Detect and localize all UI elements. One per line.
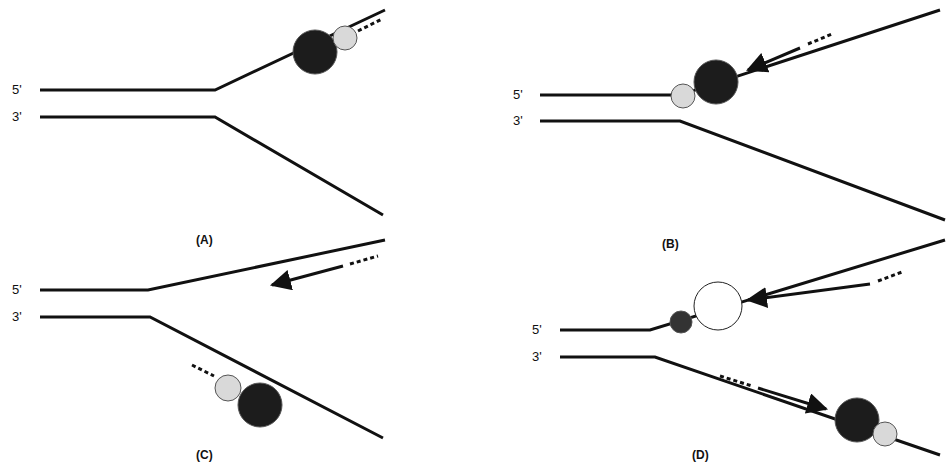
strand-end-label: 5' xyxy=(12,283,22,296)
strand-end-label: 3' xyxy=(12,310,22,323)
strand-end-label: 5' xyxy=(12,83,22,96)
strand-end-label: 3' xyxy=(12,110,22,123)
panel-label: (D) xyxy=(692,449,709,461)
strand-end-label: 3' xyxy=(532,350,542,363)
strand-end-label: 5' xyxy=(532,323,542,336)
strand-end-label: 5' xyxy=(513,88,523,101)
panel-label: (C) xyxy=(196,449,213,461)
panel-label: (B) xyxy=(662,238,679,250)
strand-end-label: 3' xyxy=(513,114,523,127)
panel-label: (A) xyxy=(196,234,213,246)
